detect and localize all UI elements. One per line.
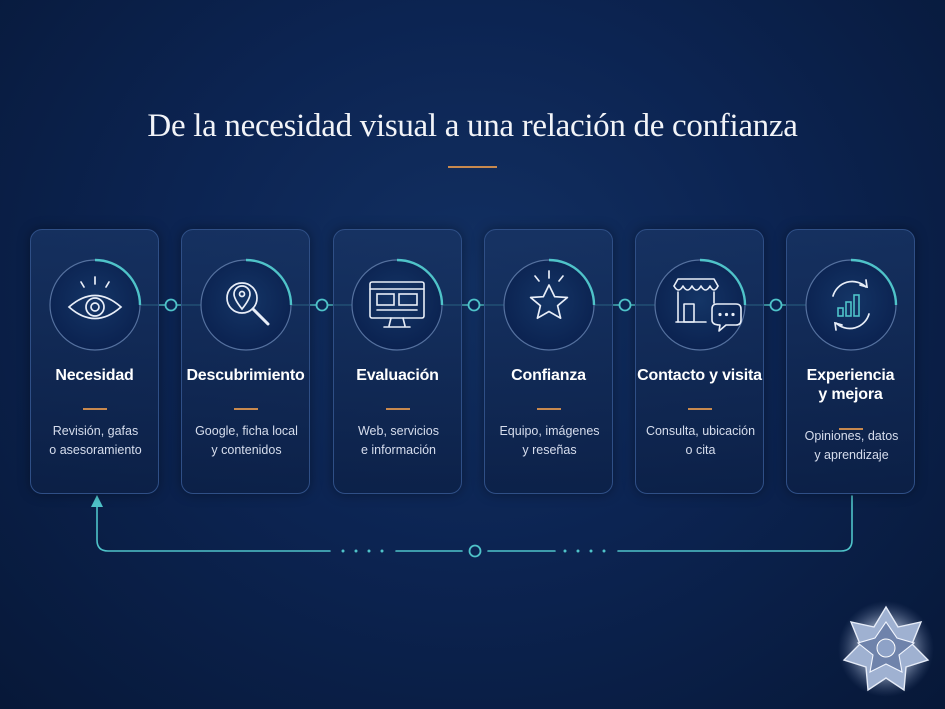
step-divider xyxy=(234,408,258,410)
step-divider xyxy=(537,408,561,410)
monitor-icon xyxy=(351,258,444,351)
crystal-logo-icon xyxy=(838,601,934,697)
page-title: De la necesidad visual a una relación de… xyxy=(147,108,798,144)
step-title: Evaluación xyxy=(356,367,439,384)
loop-arrowhead xyxy=(91,495,103,507)
step-title: Contacto y visita xyxy=(637,367,762,384)
eye-icon xyxy=(49,258,142,351)
step-divider xyxy=(688,408,712,410)
step-divider xyxy=(83,408,107,410)
star-icon xyxy=(503,258,596,351)
step-title: Descubrimiento xyxy=(186,367,305,384)
loop-center-node xyxy=(468,544,482,558)
loop-line-right xyxy=(617,495,853,552)
connector-node xyxy=(164,298,178,312)
loop-dots xyxy=(341,549,606,553)
loop-line-left xyxy=(96,504,331,552)
store-chat-icon xyxy=(654,258,747,351)
step-title: Experiencia y mejora xyxy=(806,367,895,403)
map-search-icon xyxy=(200,258,293,351)
connector-node xyxy=(618,298,632,312)
connector-node xyxy=(315,298,329,312)
connector-node xyxy=(467,298,481,312)
cycle-chart-icon xyxy=(805,258,898,351)
step-divider xyxy=(386,408,410,410)
title-divider xyxy=(448,166,497,168)
step-title: Necesidad xyxy=(55,367,134,384)
connector-node xyxy=(769,298,783,312)
step-divider xyxy=(839,428,863,430)
step-title: Confianza xyxy=(511,367,586,384)
